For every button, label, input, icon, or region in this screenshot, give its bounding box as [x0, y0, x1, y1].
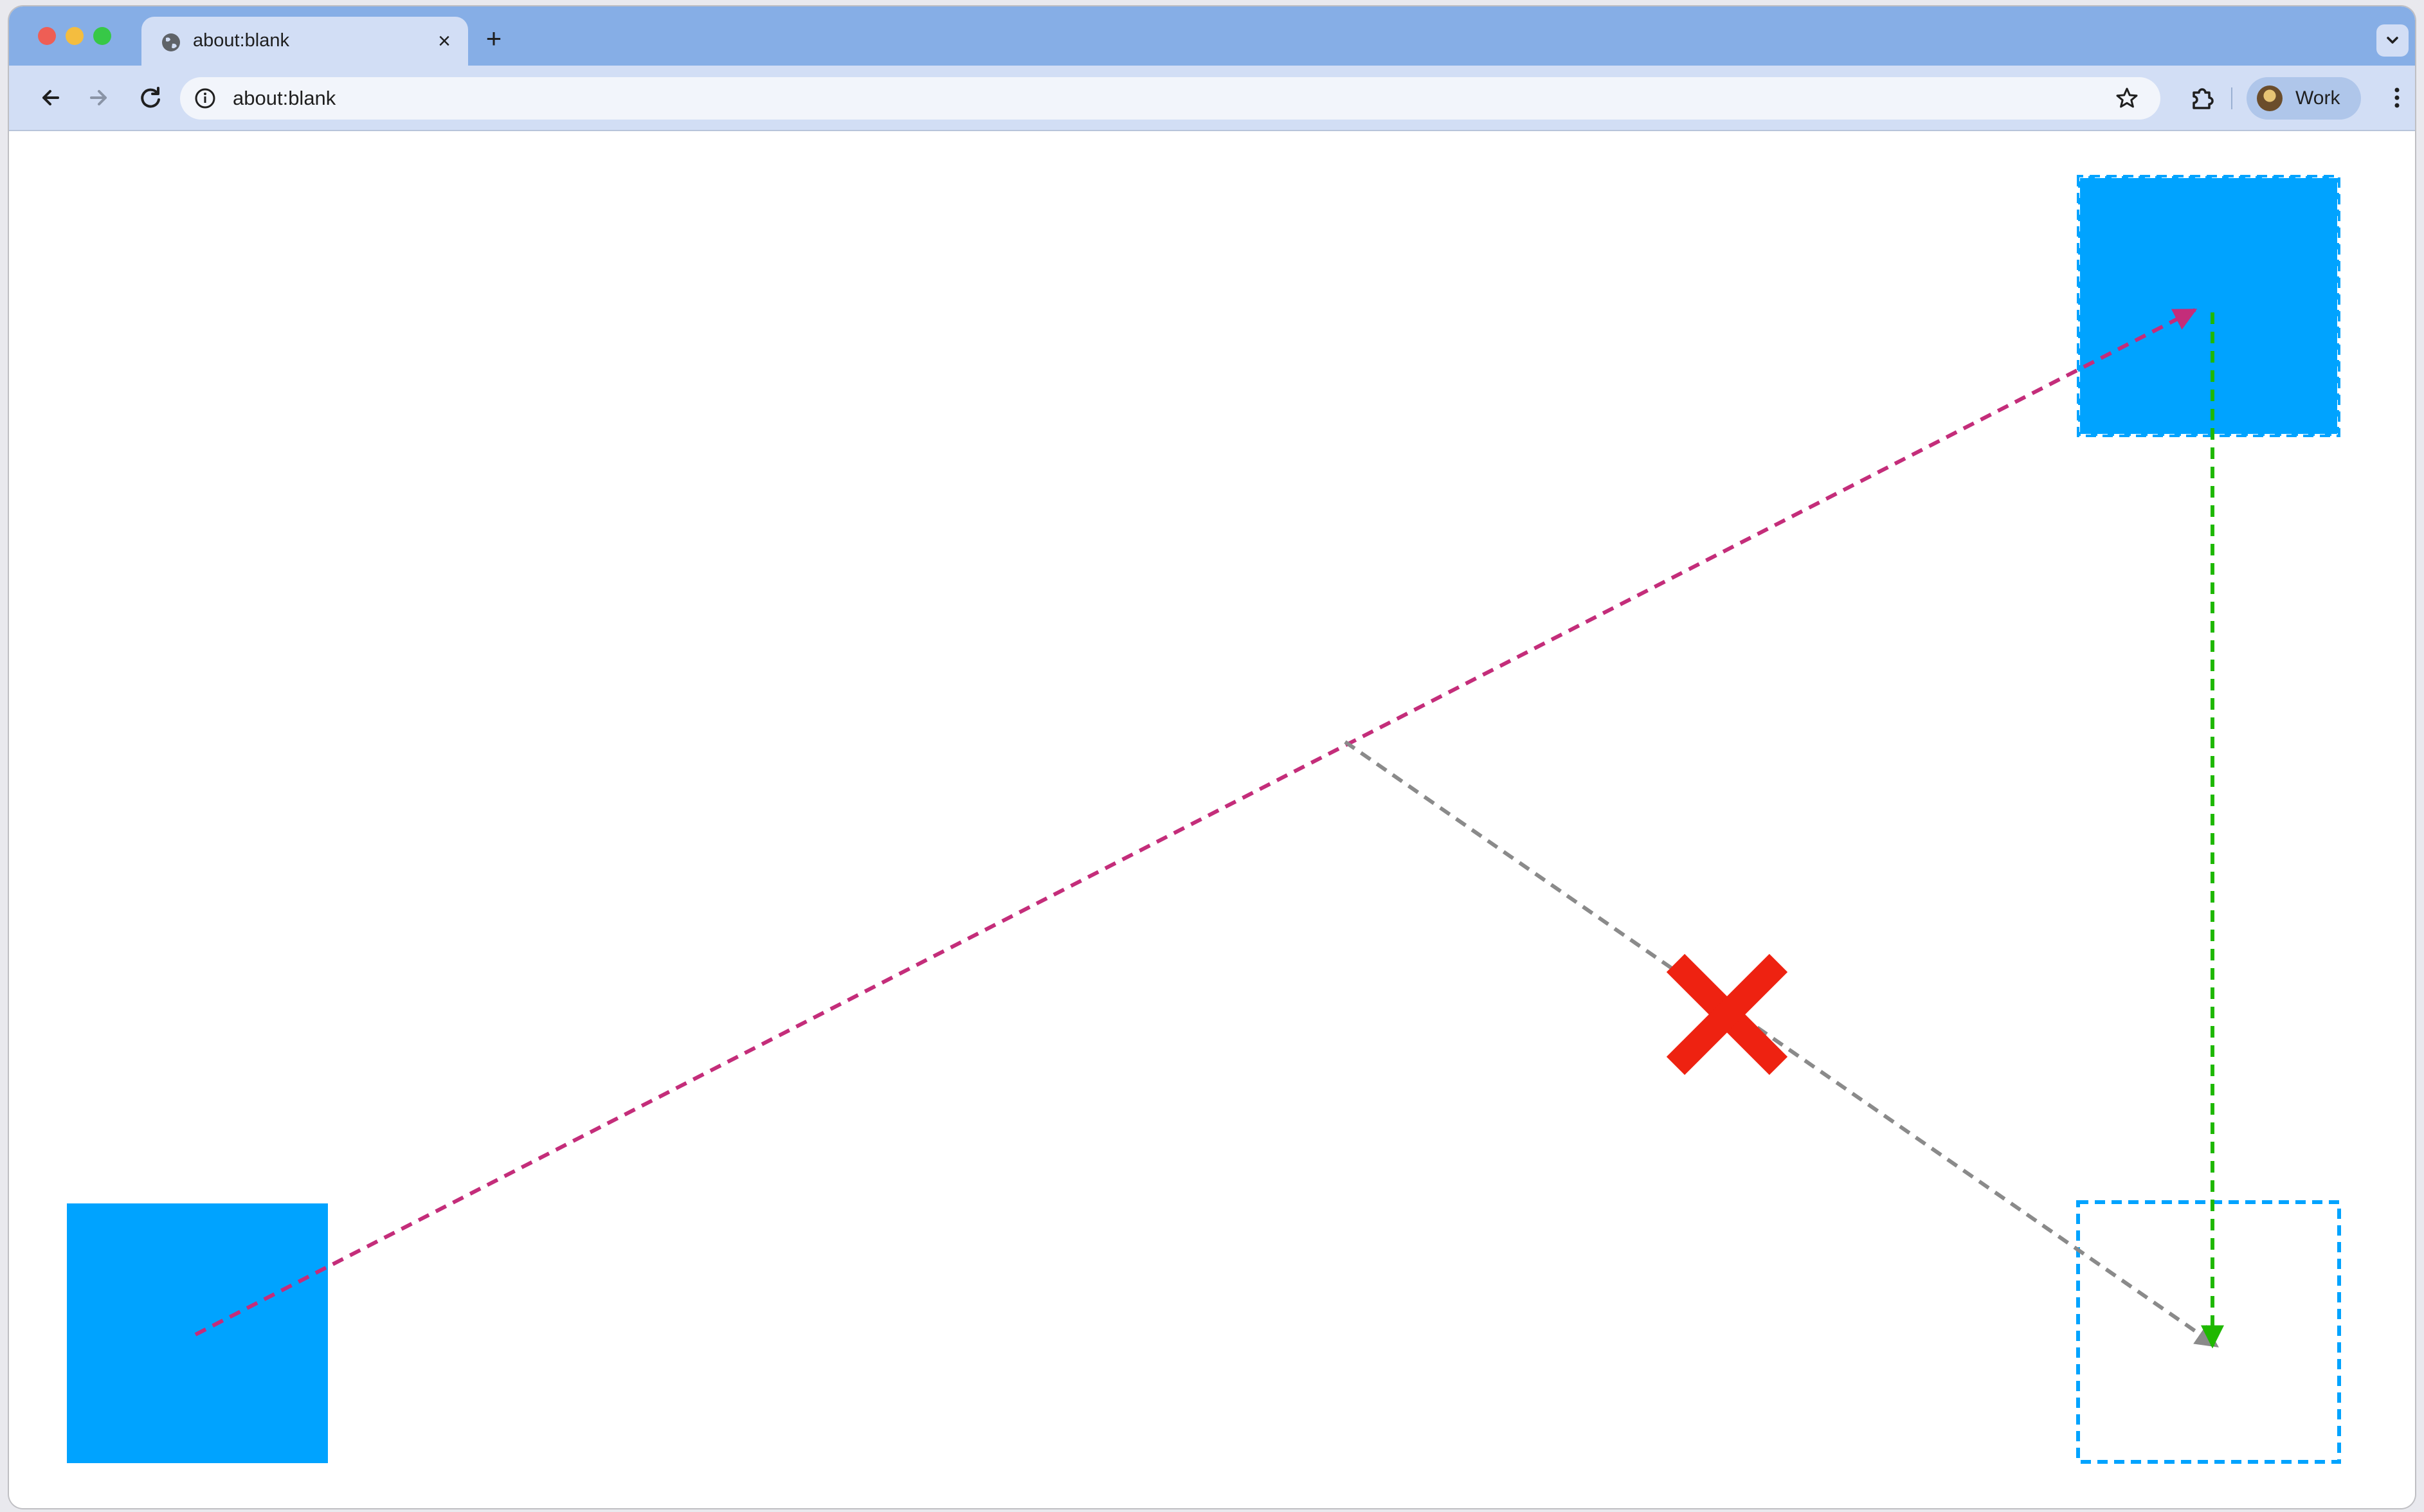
address-bar[interactable]: about:blank	[180, 77, 2160, 120]
arrow-left-icon[interactable]	[35, 82, 66, 113]
moved-square[interactable]	[2078, 176, 2339, 436]
maximize-window-button[interactable]	[93, 27, 111, 45]
browser-window: about:blank × + about:blank	[9, 6, 2415, 1508]
profile-button[interactable]: Work	[2247, 77, 2361, 120]
toolbar: about:blank Work	[9, 66, 2415, 131]
star-icon[interactable]	[2114, 86, 2140, 111]
tab-about-blank[interactable]: about:blank ×	[141, 17, 468, 66]
close-window-button[interactable]	[38, 27, 56, 45]
tab-strip: about:blank × +	[9, 6, 2415, 66]
url-text: about:blank	[233, 87, 336, 110]
close-icon[interactable]: ×	[434, 31, 455, 51]
tab-search-button[interactable]	[2376, 24, 2409, 57]
arrow-right-icon[interactable]	[84, 82, 114, 113]
kebab-menu-icon[interactable]	[2382, 82, 2412, 113]
diagonal-drag-arrow	[195, 310, 2195, 1335]
puzzle-icon[interactable]	[2187, 82, 2218, 113]
page-content	[9, 131, 2415, 1508]
cross-icon	[1676, 963, 1778, 1066]
chevron-down-icon	[2376, 24, 2409, 57]
reload-icon[interactable]	[135, 82, 166, 113]
plus-icon[interactable]: +	[482, 27, 505, 50]
info-icon[interactable]	[193, 86, 217, 111]
minimize-window-button[interactable]	[66, 27, 84, 45]
globe-icon	[161, 32, 181, 53]
profile-label: Work	[2295, 87, 2340, 109]
target-outline	[2078, 1202, 2339, 1462]
drag-drop-canvas	[9, 131, 2415, 1508]
rejected-drop-arrow	[1345, 742, 2217, 1346]
tab-title: about:blank	[193, 30, 289, 51]
toolbar-separator	[2231, 87, 2232, 109]
avatar	[2257, 86, 2283, 111]
